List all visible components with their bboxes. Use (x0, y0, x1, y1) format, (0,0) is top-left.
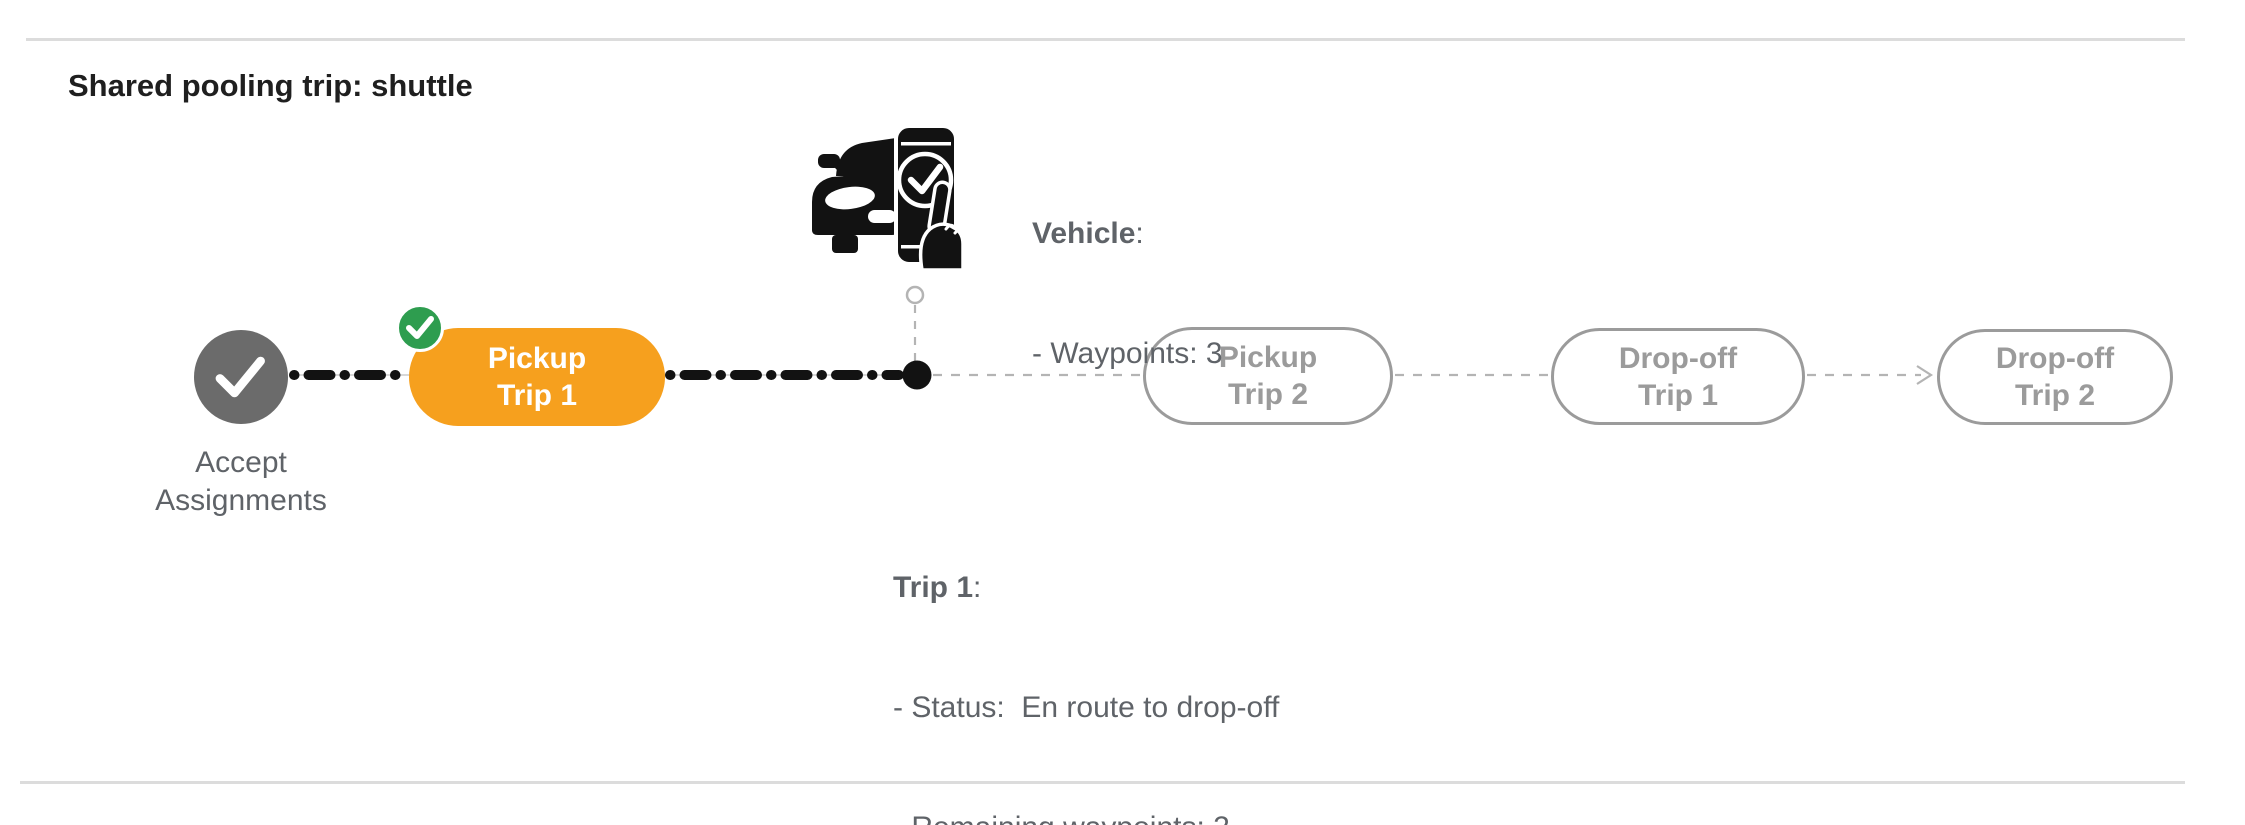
accept-label-line2: Assignments (155, 484, 327, 517)
pickup-trip-2-line1: Pickup (1218, 341, 1318, 374)
accept-label-line1: Accept (195, 446, 287, 479)
vehicle-info-heading-text: Vehicle (1032, 217, 1136, 250)
pickup-trip-2-line2: Trip 2 (1227, 378, 1309, 411)
trip-1-heading: Trip 1: (893, 568, 1279, 608)
dropoff-trip-2-line1: Drop-off (1995, 342, 2115, 375)
node-pickup-trip-1: Pickup Trip 1 (409, 328, 665, 426)
check-icon (215, 356, 265, 398)
dropoff-trip-1-line1: Drop-off (1618, 341, 1738, 375)
vehicle-info-colon: : (1135, 217, 1144, 250)
accept-assignments-label: Accept Assignments (101, 444, 381, 520)
hand-shape (918, 180, 963, 272)
page-title: Shared pooling trip: shuttle (68, 68, 473, 103)
dropoff-trip-2-line2: Trip 2 (2014, 379, 2096, 412)
completed-badge (396, 304, 444, 352)
top-divider (26, 38, 2185, 41)
vehicle-info: Vehicle: - Waypoints: 3 (1032, 134, 1223, 454)
node-pickup-trip-2: Pickup Trip 2 (1143, 327, 1393, 425)
trip-1-waypoints-line: - Remaining waypoints: 2 (893, 808, 1279, 825)
check-icon (406, 316, 434, 339)
trip-1-status-line: - Status: En route to drop-off (893, 691, 1280, 724)
trip-1-heading-text: Trip 1 (893, 571, 974, 604)
vehicle-anchor-circle (905, 285, 925, 305)
pickup-trip-1-line1: Pickup (487, 342, 587, 375)
current-position-dot (902, 360, 932, 390)
pickup-trip-1-line2: Trip 1 (496, 379, 578, 412)
trip-1-colon: : (973, 571, 982, 604)
bottom-divider (20, 781, 2185, 784)
car-shape (812, 138, 898, 253)
node-dropoff-trip-1: Drop-off Trip 1 (1551, 328, 1805, 425)
arrow-head-icon (1916, 365, 1934, 385)
trip-info: Trip 1: - Status: En route to drop-off -… (893, 488, 1279, 825)
vehicle-info-heading: Vehicle: (1032, 214, 1223, 254)
node-accept-assignments (194, 330, 288, 424)
dropoff-trip-1-line2: Trip 1 (1637, 378, 1719, 412)
vehicle-info-line: - Waypoints: 3 (1032, 337, 1223, 370)
vehicle-phone-check-icon (812, 124, 963, 272)
node-dropoff-trip-2: Drop-off Trip 2 (1937, 329, 2173, 425)
